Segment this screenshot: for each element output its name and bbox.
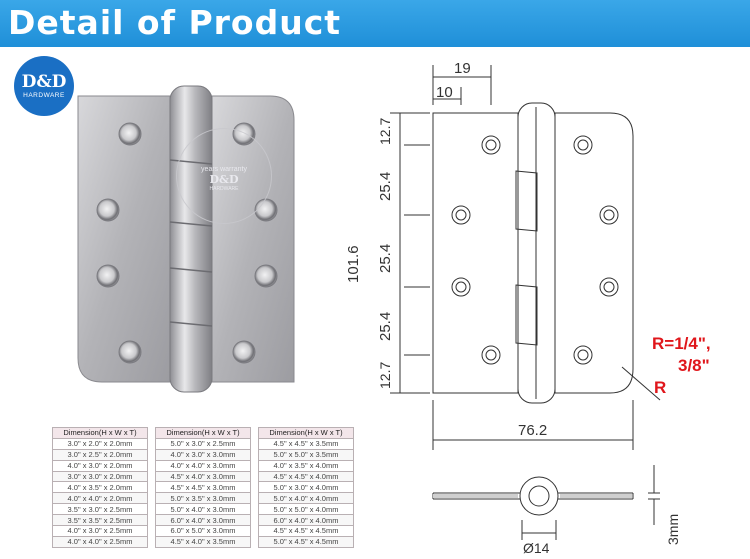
dimension-cell: 4.0" x 3.5" x 2.0mm [52,481,148,494]
table-row: 3.5" x 3.0" x 2.5mm 5.0" x 4.0" x 3.0mm 5.… [52,503,354,516]
drawing-right-leaf [554,112,634,394]
dimension-cell: 4.5" x 4.5" x 3.5mm [258,437,354,450]
table-row: 3.5" x 3.5" x 2.5mm 6.0" x 4.0" x 3.0mm 6.… [52,514,354,527]
brand-logo: D&D HARDWARE [14,56,74,116]
dimension-cell: 4.5" x 4.0" x 3.0mm [155,470,251,483]
drawing-knuckle-section [519,476,559,516]
radius-label-2: 3/8" [678,356,710,375]
table-row: 4.0" x 4.0" x 2.5mm 4.5" x 4.0" x 3.5mm 5.… [52,535,354,548]
brand-logo-sub: HARDWARE [23,91,65,99]
watermark-line: years warranty [201,166,247,173]
hinge-left-leaf [77,95,171,383]
screw-hole [254,264,278,288]
screw-hole [118,340,142,364]
dimension-table: Dimension(H x W x T) Dimension(H x W x T… [52,427,354,548]
dimension-cell: 3.0" x 3.0" x 2.0mm [52,470,148,483]
screw-hole [232,340,256,364]
radius-label: R=1/4", [652,334,711,353]
dimension-cell: 4.0" x 3.5" x 4.0mm [258,459,354,472]
dimension-cell: 3.5" x 3.5" x 2.5mm [52,514,148,527]
table-row: 4.0" x 3.0" x 2.5mm 6.0" x 5.0" x 3.0mm 4.… [52,525,354,537]
dimension-cell: 6.0" x 4.0" x 3.0mm [155,514,251,527]
r-label: R [654,378,666,397]
table-row: 4.0" x 3.0" x 2.0mm 4.0" x 4.0" x 3.0mm 4.… [52,459,354,472]
screw-hole [96,198,120,222]
watermark-sub: HARDWARE [209,186,239,192]
dimension-cell: 4.0" x 4.0" x 2.0mm [52,492,148,505]
dimension-cell: 4.0" x 3.0" x 2.0mm [52,459,148,472]
dim-25-4-c: 25.4 [377,312,394,341]
dim-12-7-top: 12.7 [377,118,393,145]
table-row: 3.0" x 2.5" x 2.0mm 4.0" x 3.0" x 3.0mm 5.… [52,448,354,461]
dimension-cell: 4.5" x 4.5" x 4.5mm [258,525,354,537]
dimension-cell: 5.0" x 4.5" x 4.5mm [258,535,354,548]
dimension-cell: 4.0" x 4.0" x 3.0mm [155,459,251,472]
screw-hole [96,264,120,288]
dimension-cell: 4.0" x 3.0" x 2.5mm [52,525,148,537]
watermark-name: D&D [209,173,239,186]
dim-25-4-b: 25.4 [377,244,394,273]
table-header: Dimension(H x W x T) [155,427,251,439]
dimension-cell: 3.0" x 2.5" x 2.0mm [52,448,148,461]
table-row: 4.0" x 4.0" x 2.0mm 5.0" x 3.5" x 3.0mm 5.… [52,492,354,505]
dimension-cell: 4.5" x 4.5" x 4.0mm [258,470,354,483]
brand-logo-name: D&D [21,71,67,92]
dimension-cell: 5.0" x 3.0" x 4.0mm [258,481,354,494]
dim-19: 19 [454,60,471,77]
dimension-cell: 3.5" x 3.0" x 2.5mm [52,503,148,516]
dim-knuckle-diameter: Ø14 [523,540,550,555]
dimension-cell: 5.0" x 5.0" x 4.0mm [258,503,354,516]
dimension-cell: 5.0" x 5.0" x 3.5mm [258,448,354,461]
table-row: 3.0" x 3.0" x 2.0mm 4.5" x 4.0" x 3.0mm 4.… [52,470,354,483]
dimension-cell: 3.0" x 2.0" x 2.0mm [52,437,148,450]
drawing-knuckle [517,102,556,404]
dim-height: 101.6 [345,245,362,283]
dimension-cell: 4.5" x 4.5" x 3.0mm [155,481,251,494]
dimension-cell: 5.0" x 3.0" x 2.5mm [155,437,251,450]
dim-25-4-a: 25.4 [377,172,394,201]
warranty-watermark: years warranty D&D HARDWARE [176,128,272,224]
dimension-cell: 6.0" x 5.0" x 3.0mm [155,525,251,537]
dimension-cell: 5.0" x 4.0" x 4.0mm [258,492,354,505]
drawing-left-leaf [432,112,519,394]
page-title: Detail of Product [8,3,342,42]
table-header: Dimension(H x W x T) [52,427,148,439]
table-row: 4.0" x 3.5" x 2.0mm 4.5" x 4.5" x 3.0mm 5.… [52,481,354,494]
hinge-photo [77,85,295,393]
screw-hole [118,122,142,146]
table-header-row: Dimension(H x W x T) Dimension(H x W x T… [52,427,354,439]
dim-thickness: 3mm [665,514,681,545]
dimension-cell: 6.0" x 4.0" x 4.0mm [258,514,354,527]
drawing-screw-holes [451,135,619,365]
dimension-cell: 5.0" x 4.0" x 3.0mm [155,503,251,516]
dimension-cell: 4.0" x 4.0" x 2.5mm [52,535,148,548]
table-header: Dimension(H x W x T) [258,427,354,439]
technical-drawing: 19 10 12.7 25.4 25.4 25.4 12.7 101.6 76.… [345,60,711,555]
table-row: 3.0" x 2.0" x 2.0mm 5.0" x 3.0" x 2.5mm 4.… [52,437,354,450]
dim-12-7-bottom: 12.7 [377,362,393,389]
dimension-cell: 4.5" x 4.0" x 3.5mm [155,535,251,548]
dim-width: 76.2 [518,422,547,439]
dim-10: 10 [436,84,453,101]
dimension-cell: 4.0" x 3.0" x 3.0mm [155,448,251,461]
header-banner: Detail of Product [0,0,750,47]
dimension-cell: 5.0" x 3.5" x 3.0mm [155,492,251,505]
